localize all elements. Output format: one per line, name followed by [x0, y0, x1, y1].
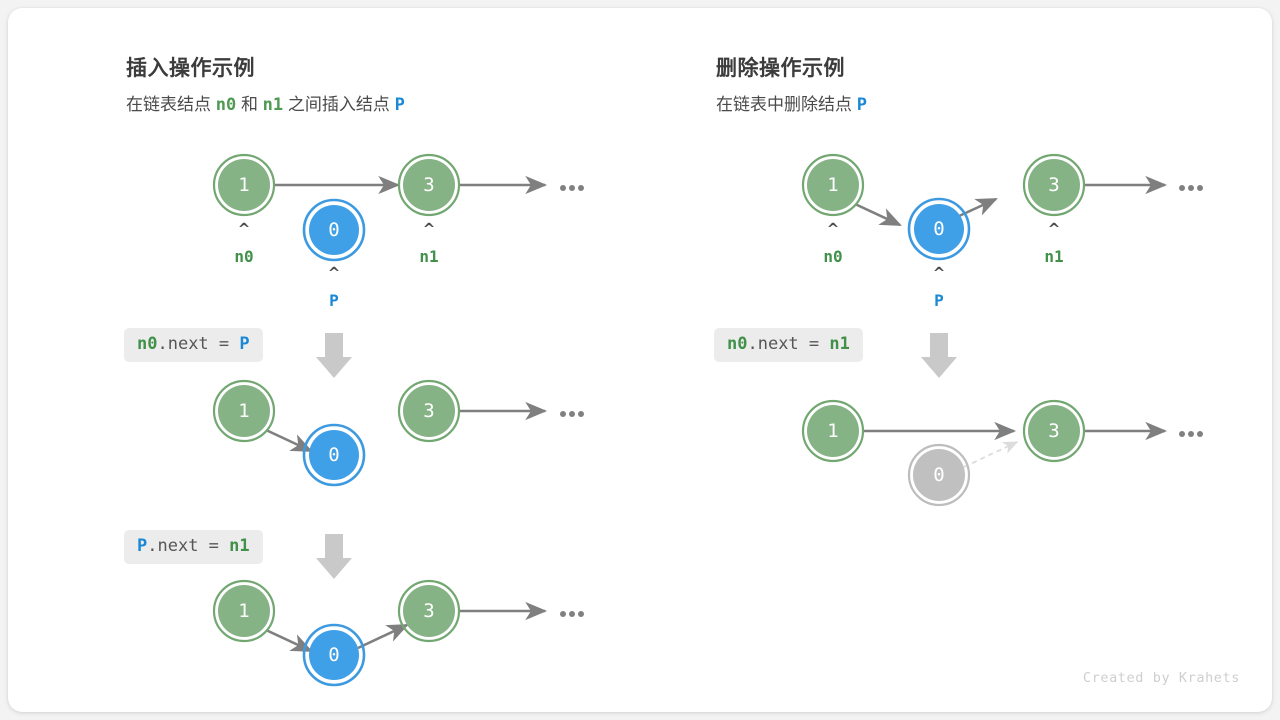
code-token-p: P: [137, 536, 148, 556]
ellipsis-dots: [560, 185, 584, 191]
node-p: 0: [907, 197, 971, 261]
insert-panel-title: 插入操作示例: [126, 57, 255, 80]
pointer-label-p: P: [329, 291, 339, 310]
subtitle-seg-n1: n1: [262, 95, 284, 115]
panel-delete: 删除操作示例 在链表中删除结点 P n0.next = n1: [590, 8, 1272, 712]
insert-panel-subtitle: 在链表结点 n0 和 n1 之间插入结点 P: [126, 90, 405, 115]
node-value: 1: [827, 420, 838, 442]
delete-panel-subtitle: 在链表中删除结点 P: [716, 90, 867, 115]
node-value: 1: [238, 600, 249, 622]
node-value: 3: [1048, 420, 1059, 442]
node-p: 0: [302, 198, 366, 262]
node-n1: 3: [397, 379, 461, 443]
caret-icon: ^: [827, 220, 840, 238]
ellipsis-dots: [1179, 185, 1203, 191]
subtitle-seg: 在链表结点: [126, 95, 216, 114]
node-value: 0: [933, 218, 944, 240]
node-n0: 1: [212, 579, 276, 643]
pointer-label-n0: n0: [234, 247, 253, 266]
node-value: 3: [423, 174, 434, 196]
node-value: 0: [328, 219, 339, 241]
code-token-next: .next =: [747, 334, 830, 354]
delete-step1-code: n0.next = n1: [714, 328, 863, 363]
node-p: 0: [302, 423, 366, 487]
ellipsis-dots: [560, 611, 584, 617]
subtitle-seg-p: P: [394, 95, 405, 115]
insert-diagram-svg: 1 ^ n0 0 ^ P 3: [212, 153, 584, 687]
edge-n0-p: [265, 428, 313, 453]
node-n0: 1: [801, 153, 865, 217]
subtitle-seg-p: P: [856, 95, 867, 115]
edge-removed-dashed: [963, 441, 1019, 468]
node-n1: 3: [397, 579, 461, 643]
node-n0: 1: [212, 379, 276, 443]
credit-text: Created by Krahets: [1082, 670, 1240, 686]
node-n0: 1: [801, 399, 865, 463]
code-token-next: .next =: [147, 536, 230, 556]
node-value: 3: [1048, 174, 1059, 196]
caret-icon: ^: [328, 264, 341, 282]
node-value: 3: [423, 600, 434, 622]
node-removed: 0: [907, 443, 971, 507]
code-token-p: P: [239, 334, 250, 354]
code-token-n1: n1: [829, 334, 850, 354]
insert-row-2: 1 0 3: [212, 379, 584, 487]
node-value: 0: [328, 444, 339, 466]
caret-icon: ^: [1048, 220, 1061, 238]
code-token-next: .next =: [157, 334, 240, 354]
pointer-label-p: P: [934, 291, 944, 310]
node-value: 3: [423, 400, 434, 422]
edge-n0-p: [265, 628, 313, 653]
insert-step1-code: n0.next = P: [124, 328, 263, 363]
node-value: 0: [328, 644, 339, 666]
node-n1: 3: [1022, 399, 1086, 463]
node-value: 1: [238, 400, 249, 422]
node-n1: 3: [397, 153, 461, 217]
insert-row-1: 1 ^ n0 0 ^ P 3: [212, 153, 584, 310]
caret-icon: ^: [238, 220, 251, 238]
figure-card: 插入操作示例 在链表结点 n0 和 n1 之间插入结点 P n0.next = …: [8, 8, 1272, 712]
ellipsis-dots: [1179, 431, 1203, 437]
code-token-n0: n0: [727, 334, 748, 354]
step-arrow-down-icon: [316, 534, 352, 579]
node-value: 1: [827, 174, 838, 196]
code-token-n1: n1: [229, 536, 250, 556]
panel-insert: 插入操作示例 在链表结点 n0 和 n1 之间插入结点 P n0.next = …: [8, 8, 640, 712]
node-value: 0: [933, 464, 944, 486]
insert-row-3: 1 0 3: [212, 579, 584, 687]
caret-icon: ^: [423, 220, 436, 238]
subtitle-seg: 和: [236, 95, 263, 114]
delete-panel-title: 删除操作示例: [716, 57, 845, 80]
subtitle-seg: 之间插入结点: [283, 95, 395, 114]
pointer-label-n1: n1: [1044, 247, 1063, 266]
ellipsis-dots: [560, 411, 584, 417]
node-n0: 1: [212, 153, 276, 217]
subtitle-seg-n0: n0: [215, 95, 237, 115]
step-arrow-down-icon: [316, 333, 352, 378]
subtitle-seg: 在链表中删除结点: [716, 95, 857, 114]
insert-step2-code: P.next = n1: [124, 530, 263, 565]
delete-row-2: 1 0 3: [801, 399, 1203, 507]
pointer-label-n0: n0: [823, 247, 842, 266]
node-n1: 3: [1022, 153, 1086, 217]
node-p: 0: [302, 623, 366, 687]
code-token-n0: n0: [137, 334, 158, 354]
edge-p-n1: [357, 623, 409, 650]
delete-diagram-svg: 1 ^ n0 0 ^ P 3 ^: [801, 153, 1203, 507]
edge-n0-p: [854, 202, 902, 227]
node-value: 1: [238, 174, 249, 196]
step-arrow-down-icon: [921, 333, 957, 378]
pointer-label-n1: n1: [419, 247, 438, 266]
caret-icon: ^: [933, 264, 946, 282]
delete-row-1: 1 ^ n0 0 ^ P 3 ^: [801, 153, 1203, 310]
